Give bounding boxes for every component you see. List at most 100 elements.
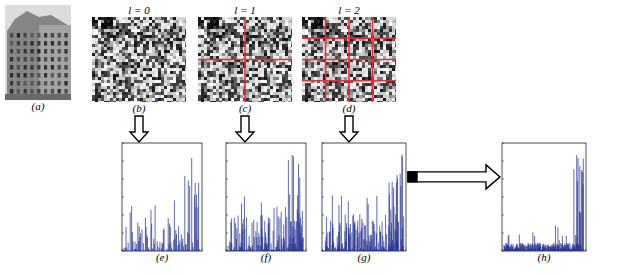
- pixel: [210, 20, 213, 23]
- pixel: [137, 44, 140, 47]
- pixel: [210, 17, 213, 20]
- pixel: [98, 65, 101, 68]
- pixel: [137, 41, 140, 44]
- pixel: [158, 74, 161, 77]
- pixel: [128, 83, 131, 86]
- pixel: [134, 86, 137, 89]
- pixel: [140, 17, 143, 20]
- pixel: [234, 38, 237, 41]
- pixel: [92, 92, 95, 95]
- pixel: [204, 77, 207, 80]
- pixel: [204, 95, 207, 98]
- pixel: [201, 38, 204, 41]
- pixel: [285, 95, 288, 98]
- pixel: [140, 35, 143, 38]
- pixel: [219, 62, 222, 65]
- pixel: [110, 65, 113, 68]
- pixel: [225, 44, 228, 47]
- pixel: [98, 89, 101, 92]
- pixel: [276, 80, 279, 83]
- pixel: [143, 35, 146, 38]
- pixel: [116, 35, 119, 38]
- pixel: [161, 89, 164, 92]
- pixel: [179, 53, 182, 56]
- pixel: [279, 71, 282, 74]
- pixel: [249, 77, 252, 80]
- pixel: [282, 50, 285, 53]
- pixel: [158, 59, 161, 62]
- pixel: [207, 23, 210, 26]
- pixel: [155, 38, 158, 41]
- pixel: [140, 83, 143, 86]
- pixel: [92, 68, 95, 71]
- pixel: [116, 23, 119, 26]
- pixel: [110, 86, 113, 89]
- pixel: [158, 80, 161, 83]
- pixel: [161, 71, 164, 74]
- pixel: [104, 77, 107, 80]
- pixel: [95, 17, 98, 20]
- pixel: [216, 17, 219, 20]
- pixel: [95, 47, 98, 50]
- pixel: [240, 20, 243, 23]
- pixel: [176, 74, 179, 77]
- pixel: [273, 89, 276, 92]
- pixel: [213, 98, 216, 101]
- pixel: [95, 83, 98, 86]
- pixel: [258, 101, 261, 102]
- pixel: [161, 35, 164, 38]
- pixel: [228, 77, 231, 80]
- pixel: [228, 65, 231, 68]
- pixel: [255, 62, 258, 65]
- pixel: [249, 56, 252, 59]
- pixel: [101, 35, 104, 38]
- pixel: [119, 62, 122, 65]
- pixel: [128, 17, 131, 20]
- pixel: [204, 101, 207, 102]
- pixel: [143, 29, 146, 32]
- pixel: [216, 101, 219, 102]
- grid-line: [198, 59, 292, 61]
- pixel: [167, 41, 170, 44]
- window: [10, 73, 13, 78]
- pixel: [276, 74, 279, 77]
- pixel: [282, 92, 285, 95]
- pixel: [128, 35, 131, 38]
- pixel: [149, 32, 152, 35]
- pixel: [119, 65, 122, 68]
- pixel: [119, 56, 122, 59]
- pixel: [255, 20, 258, 23]
- pixel: [282, 56, 285, 59]
- pixel: [222, 83, 225, 86]
- pixel: [137, 35, 140, 38]
- pixel: [285, 65, 288, 68]
- pixel: [182, 59, 185, 62]
- pixel: [155, 68, 158, 71]
- pixel: [216, 65, 219, 68]
- pixel: [185, 32, 186, 35]
- pixel: [228, 50, 231, 53]
- pixel: [282, 23, 285, 26]
- pixel: [125, 62, 128, 65]
- pixel: [125, 29, 128, 32]
- pixel: [374, 17, 377, 20]
- window: [58, 81, 61, 86]
- pixel: [258, 62, 261, 65]
- window: [51, 41, 54, 46]
- pixel: [267, 89, 270, 92]
- pixel: [225, 98, 228, 101]
- pixel: [164, 38, 167, 41]
- pixel: [98, 29, 101, 32]
- pixel: [213, 50, 216, 53]
- pixel: [231, 68, 234, 71]
- pixel: [149, 35, 152, 38]
- pixel: [146, 98, 149, 101]
- pixel: [176, 65, 179, 68]
- pixel: [291, 32, 292, 35]
- pixel: [258, 68, 261, 71]
- pixel: [246, 92, 249, 95]
- pixel: [240, 53, 243, 56]
- pixel: [128, 86, 131, 89]
- pixel: [276, 68, 279, 71]
- pixel: [140, 68, 143, 71]
